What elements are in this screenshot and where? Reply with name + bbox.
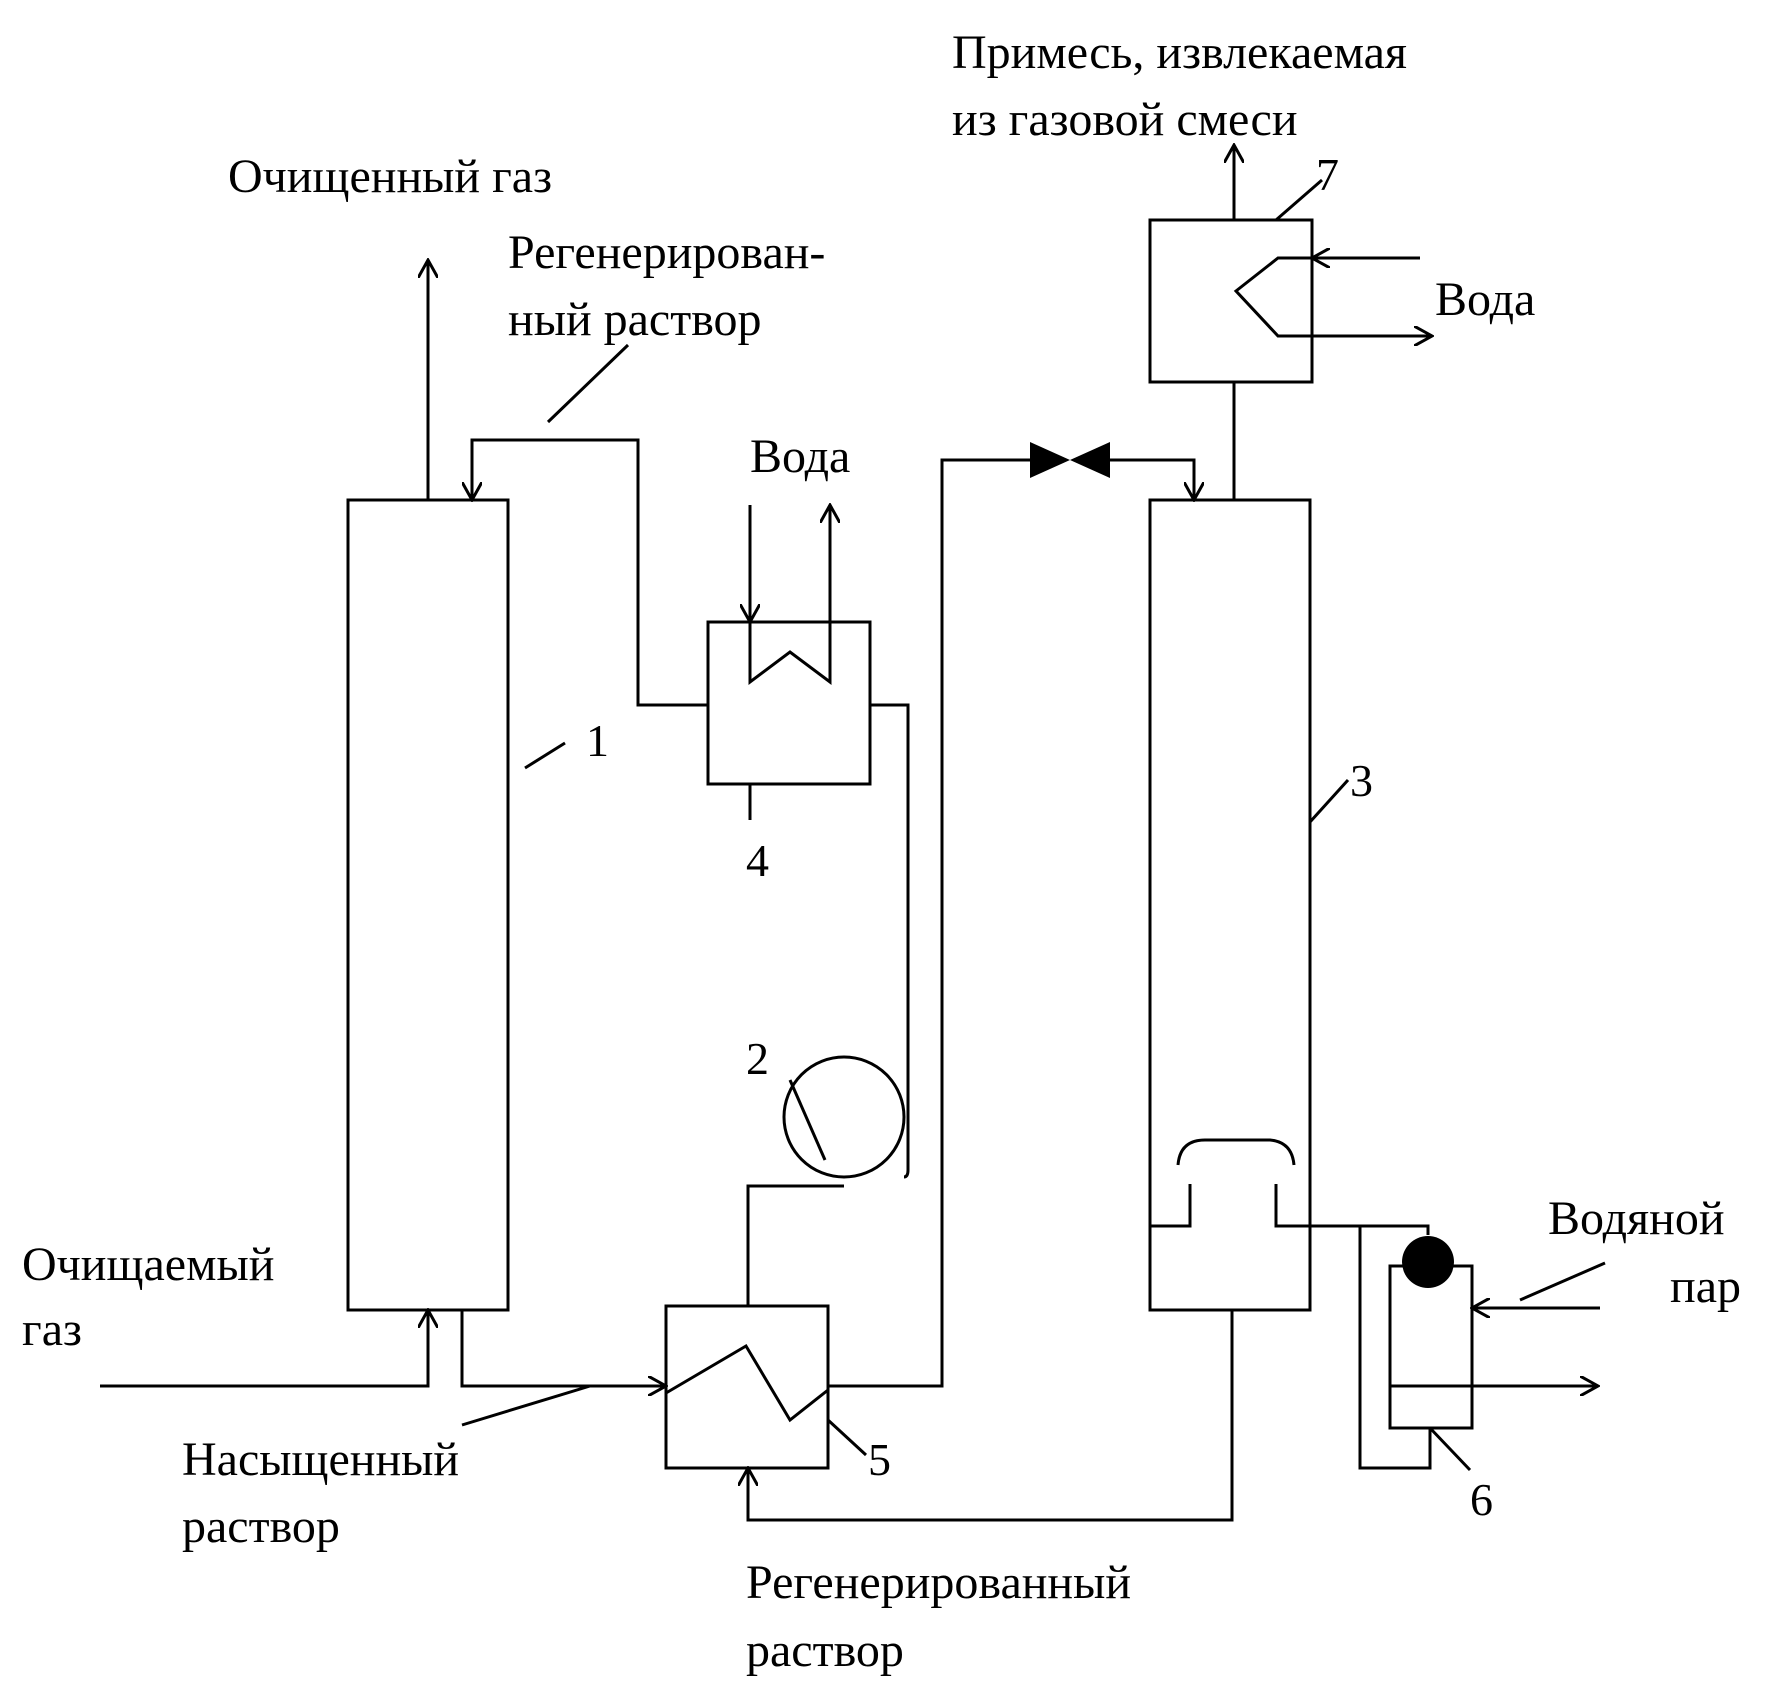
pump-2-discharge-line	[870, 703, 910, 1179]
condenser-7-water-label: Вода	[1435, 273, 1535, 326]
regen-top-label-2: ный раствор	[508, 293, 762, 346]
valve-right-half	[1070, 442, 1110, 478]
leader-6	[1428, 1426, 1472, 1472]
impurity-label-2: из газовой смеси	[952, 93, 1298, 146]
number-5: 5	[868, 1434, 891, 1485]
valve-left-half	[1030, 442, 1070, 478]
leader-1	[524, 741, 566, 770]
column-to-reboiler-line	[1276, 1224, 1430, 1235]
pump-2-suction-line	[746, 1184, 844, 1306]
leader-rich-solution	[461, 1384, 591, 1427]
pump-2	[782, 1055, 906, 1179]
bubble-cap	[1176, 1138, 1296, 1166]
regenerator-column-3	[1148, 498, 1312, 1312]
number-2: 2	[746, 1033, 769, 1084]
leader-3	[1308, 778, 1350, 824]
steam-trap-ball	[1402, 1236, 1454, 1288]
steam-label-2: пар	[1670, 1260, 1741, 1313]
rich-solution-label-2: раствор	[182, 1500, 340, 1553]
cooler-4-water-label: Вода	[750, 430, 850, 483]
purified-gas-label: Очищенный газ	[228, 150, 552, 203]
regenerated-solution-bottom-line	[748, 1310, 1234, 1522]
rich-solution-line	[460, 1310, 666, 1386]
regenerated-solution-top-line	[472, 438, 708, 707]
number-6: 6	[1470, 1474, 1493, 1525]
rich-to-regenerator-line-b	[1110, 458, 1194, 500]
number-3: 3	[1350, 755, 1373, 806]
heat-exchanger-5-coil	[665, 1343, 829, 1423]
rich-to-regenerator-line-a	[828, 458, 1030, 1388]
condenser-7-coil	[1233, 256, 1312, 338]
number-7: 7	[1316, 149, 1339, 200]
steam-label-1: Водяной	[1548, 1192, 1725, 1245]
heat-exchanger-5	[664, 1304, 830, 1470]
regen-bottom-label-2: раствор	[746, 1624, 904, 1677]
leader-7	[1275, 178, 1323, 222]
cooler-4-coil	[748, 622, 832, 685]
leader-2	[788, 1079, 827, 1161]
cooler-4	[706, 620, 872, 786]
reboiler-6	[1388, 1264, 1474, 1430]
leader-steam	[1519, 1261, 1606, 1302]
number-4: 4	[746, 835, 769, 886]
number-1: 1	[586, 715, 609, 766]
feed-gas-label-1: Очищаемый	[22, 1238, 274, 1291]
feed-gas-label-2: газ	[22, 1303, 82, 1356]
condenser-7	[1148, 218, 1314, 384]
regen-top-label-1: Регенерирован-	[508, 226, 825, 279]
impurity-label-1: Примесь, извлекаемая	[952, 26, 1407, 79]
regen-bottom-label-1: Регенерированный	[746, 1556, 1131, 1609]
reboiler-6-loop-line	[1358, 1226, 1432, 1470]
leader-5	[826, 1418, 868, 1457]
rich-solution-label-1: Насыщенный	[182, 1433, 459, 1486]
leader-regen-top	[546, 343, 630, 424]
feed-gas-line	[100, 1310, 428, 1388]
absorber-column-1	[346, 498, 510, 1312]
